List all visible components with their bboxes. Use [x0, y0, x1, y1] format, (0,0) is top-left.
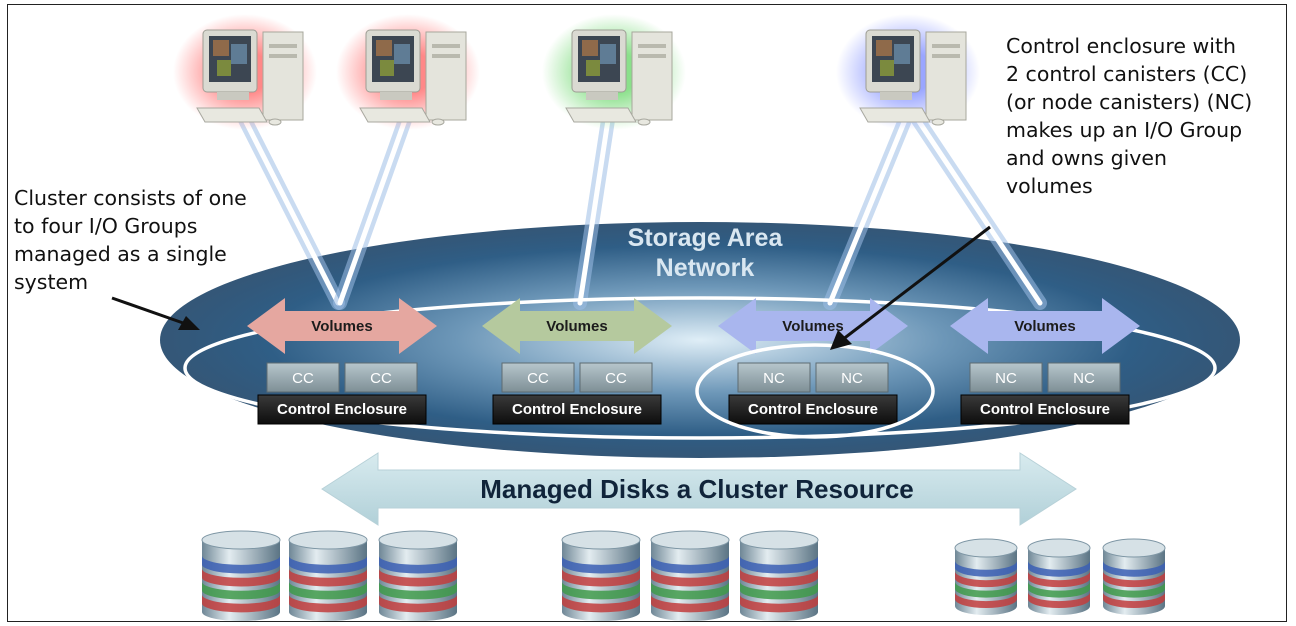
disk-cylinder-icon	[954, 538, 1018, 615]
volumes-label: Volumes	[546, 318, 607, 335]
canister	[266, 362, 340, 393]
canister	[579, 362, 653, 393]
canister-label: CC	[292, 370, 314, 387]
canister-label: CC	[370, 370, 392, 387]
desktop-computer-icon	[542, 14, 686, 130]
io-group-highlight-ring	[695, 343, 935, 439]
host-link-core	[242, 117, 341, 306]
managed-disks	[201, 530, 1166, 621]
disk-cylinder-icon	[1027, 538, 1091, 615]
canister	[815, 362, 889, 393]
disk-cylinder-icon	[288, 530, 368, 621]
disk-cylinder-icon	[739, 530, 819, 621]
control-enclosure-label: Control Enclosure	[748, 401, 878, 418]
control-enclosure	[728, 394, 898, 425]
san-label-line1: Storage Area	[628, 224, 784, 252]
managed-disks-arrow	[321, 452, 1077, 526]
annotation-left-line: managed as a single	[14, 242, 227, 266]
disk-cylinder-icon	[650, 530, 730, 621]
canister-label: NC	[763, 370, 785, 387]
volumes-label: Volumes	[1014, 318, 1075, 335]
volumes-label: Volumes	[311, 318, 372, 335]
control-enclosure	[492, 394, 662, 425]
control-enclosure-label: Control Enclosure	[277, 401, 407, 418]
desktop-computer-icon	[173, 14, 317, 130]
annotation-arrow-right	[830, 225, 991, 350]
desktop-computer-icon	[836, 14, 980, 130]
volumes-arrow	[950, 298, 1140, 354]
annotation-right-line: (or node canisters) (NC)	[1006, 90, 1253, 114]
host-link-core	[827, 117, 908, 306]
volumes-arrow	[718, 298, 908, 354]
canister-label: NC	[995, 370, 1017, 387]
san-label-line2: Network	[656, 254, 755, 282]
host-link-core	[337, 117, 408, 306]
canister-label: NC	[841, 370, 863, 387]
control-enclosure-label: Control Enclosure	[980, 401, 1110, 418]
host-links	[238, 113, 1047, 310]
canister	[501, 362, 575, 393]
managed-disks-label: Managed Disks a Cluster Resource	[480, 474, 914, 504]
volumes-arrow	[482, 298, 672, 354]
annotation-left-line: Cluster consists of one	[14, 186, 247, 210]
cluster-ring	[183, 296, 1217, 440]
annotation-right-line: volumes	[1006, 174, 1093, 198]
desktop-computer-icon	[336, 14, 480, 130]
canister	[344, 362, 418, 393]
hosts	[173, 14, 980, 130]
disk-cylinder-icon	[561, 530, 641, 621]
disk-cylinder-icon	[1102, 538, 1166, 615]
diagram-frame	[7, 4, 1287, 622]
control-enclosure	[960, 394, 1130, 425]
annotation-left-line: to four I/O Groups	[14, 214, 198, 238]
control-enclosure	[257, 394, 427, 425]
volumes-label: Volumes	[782, 318, 843, 335]
canister	[1047, 362, 1121, 393]
canister	[969, 362, 1043, 393]
volumes-arrow	[247, 298, 437, 354]
canister-label: NC	[1073, 370, 1095, 387]
annotation-arrow-left	[111, 296, 200, 330]
annotation-left: Cluster consists of one to four I/O Grou…	[14, 184, 247, 296]
host-link-core	[577, 117, 611, 306]
canister	[737, 362, 811, 393]
annotation-right-line: 2 control canisters (CC)	[1006, 62, 1248, 86]
canister-label: CC	[527, 370, 549, 387]
annotation-right-line: and owns given	[1006, 146, 1168, 170]
annotation-right: Control enclosure with 2 control caniste…	[1006, 32, 1252, 200]
disk-cylinder-icon	[201, 530, 281, 621]
annotation-right-line: Control enclosure with	[1006, 34, 1237, 58]
canister-label: CC	[605, 370, 627, 387]
host-link-core	[915, 117, 1043, 306]
annotation-right-line: makes up an I/O Group	[1006, 118, 1243, 142]
annotation-left-line: system	[14, 270, 89, 294]
control-enclosure-label: Control Enclosure	[512, 401, 642, 418]
disk-cylinder-icon	[378, 530, 458, 621]
